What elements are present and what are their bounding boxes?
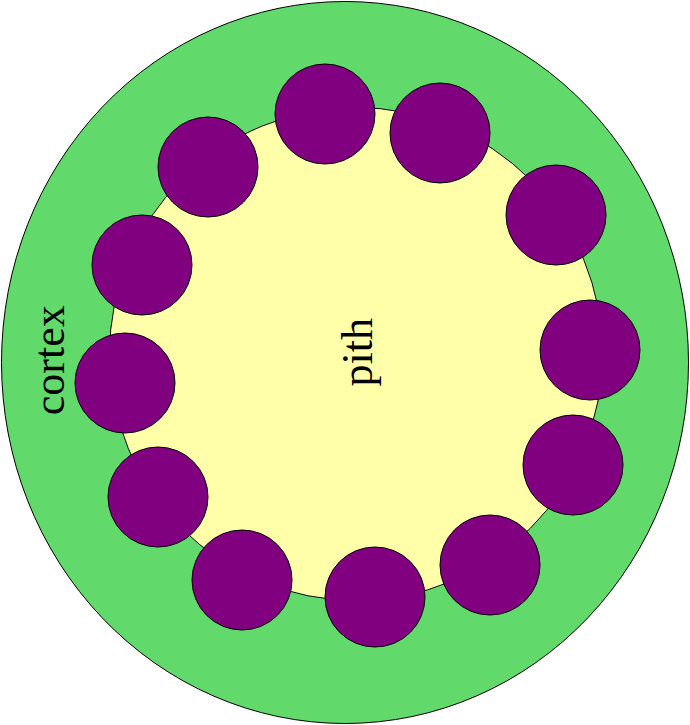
region-label: cortex: [26, 305, 74, 415]
region-label: pith: [334, 318, 382, 386]
